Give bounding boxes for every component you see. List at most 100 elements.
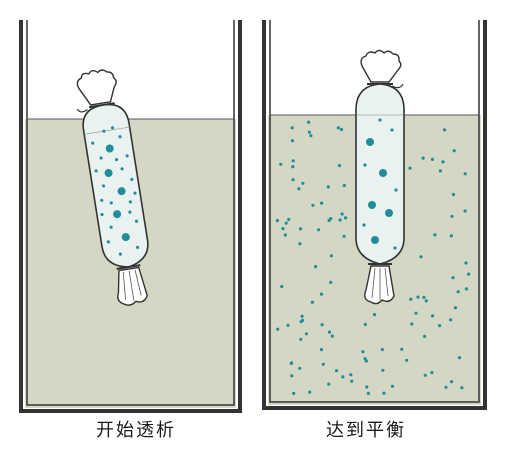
large-particles-equilibrium [366,138,393,244]
small-particle [449,234,453,238]
beaker-wall-start [19,20,242,413]
small-particle [291,178,295,182]
small-particle [365,385,369,389]
small-particles-inside-start [91,126,140,256]
small-particle [300,314,304,318]
small-particles-inside-equilibrium [362,118,398,250]
small-particle [301,181,305,185]
small-particle [463,209,467,213]
bag-body-start [82,103,149,268]
small-particle [304,332,308,336]
small-particles-outside-equilibrium [275,120,471,395]
small-particle [372,313,377,317]
small-particle [363,357,367,361]
small-particle [414,311,418,315]
small-particle [452,149,456,153]
small-particle [319,348,324,352]
small-particle [281,227,285,231]
small-particle [291,165,295,169]
small-particle [286,323,290,327]
small-particle [453,306,458,310]
small-particle [366,391,370,395]
small-particle [298,366,302,370]
small-particle [300,318,305,322]
small-particle [289,361,293,365]
small-particle [334,369,339,373]
small-particle [400,347,404,351]
small-particle [314,265,318,269]
bag-top-knot-start [76,69,117,106]
small-particle [442,128,447,132]
beaker-start [19,20,242,413]
beaker-inner-wall-equilibrium [269,20,480,403]
small-particle [382,391,386,395]
small-particle [307,130,311,134]
large-particles-start [104,144,130,242]
small-particle [390,384,395,388]
small-particle [451,192,456,197]
small-particle [438,324,442,328]
small-particle [299,337,303,341]
small-particle [329,280,333,284]
small-particle [361,350,365,354]
small-particle [327,330,332,334]
small-particle [363,322,367,326]
small-particle [320,323,324,327]
small-particle [290,374,294,378]
small-particle [349,373,353,377]
small-particle [464,261,468,265]
small-particle [292,391,296,395]
small-particle [441,160,445,164]
small-particle [456,290,460,294]
small-particle [279,162,283,166]
small-particle [463,172,467,176]
small-particle [464,287,468,291]
beaker-wall-equilibrium [262,20,487,410]
small-particle [297,187,301,191]
small-particle [327,382,331,386]
small-particle [342,183,346,188]
small-particle [430,314,435,318]
small-particle [310,300,314,304]
small-particle [381,368,385,372]
small-particle [341,375,345,379]
dialysis-bag-equilibrium [355,49,405,305]
small-particle [319,292,324,296]
small-particle [283,233,287,237]
small-particle [276,327,280,331]
small-particle [438,169,442,173]
small-particle [308,390,312,394]
small-particle [457,356,462,360]
small-particle [460,386,464,390]
small-particle [405,358,409,362]
small-particle [344,216,348,220]
small-particle [408,166,412,170]
small-particle [421,156,425,160]
small-particle [339,127,344,132]
small-particle [338,218,342,222]
small-particle [430,371,434,375]
small-particle [444,385,448,389]
bag-top-knot-equilibrium [360,49,402,83]
small-particle [416,295,420,299]
small-particle [449,318,453,322]
bag-bottom-tie-start [116,264,141,270]
small-particle [291,159,295,163]
small-particle [424,299,428,303]
small-particle [298,227,303,231]
small-particle [284,221,288,225]
small-particle [336,126,340,130]
small-particle [326,185,330,189]
small-particle [409,297,413,301]
small-particle [340,212,344,216]
small-particle [280,284,284,289]
small-particle [380,348,384,352]
small-particle [329,217,333,221]
small-particle [467,272,471,276]
bag-bottom-knot-equilibrium [364,265,395,305]
small-particle [433,233,437,237]
small-particle [430,157,435,161]
small-particle [290,126,294,130]
